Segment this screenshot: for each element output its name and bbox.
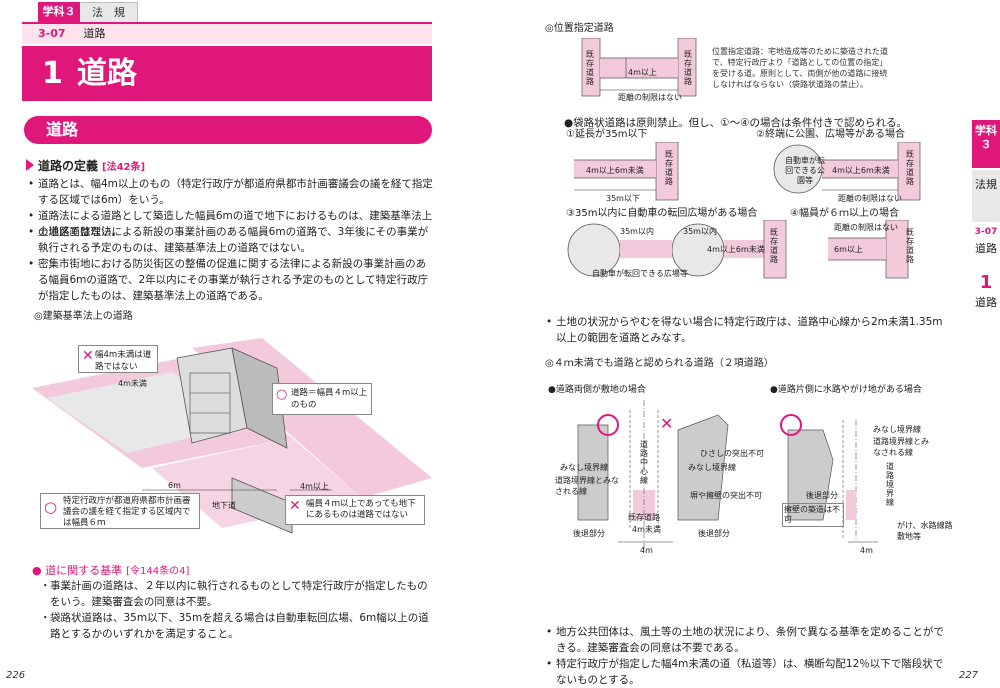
label-boundary: みなし境界線 xyxy=(688,463,736,472)
sub2-heading: ◎４ｍ未満でも道路と認められる道路（２項道路） xyxy=(545,358,774,369)
side-code: 3-07 xyxy=(974,227,998,237)
label-existing: 既存道路 xyxy=(628,513,660,522)
label-exist: 既存道路 xyxy=(906,150,914,186)
callout-under4: ✕幅4m未満は道路ではない xyxy=(78,345,158,373)
page-title: 1 道路 xyxy=(22,46,432,101)
list-item: •密集市街地における防災街区の整備の促進に関する法律による新設の事業計画のある幅… xyxy=(28,258,429,302)
title-num: 1 xyxy=(42,56,63,91)
label-4m6m: 4m以上6m未満 xyxy=(586,166,644,175)
side-name: 道路 xyxy=(975,242,997,255)
label-eave: ひさしの突出不可 xyxy=(700,449,764,458)
label-cliff: がけ、水路線路敷地等 xyxy=(897,521,953,541)
position-road-title: ◎位置指定道路 xyxy=(545,23,614,34)
label-4m-over: 4m以上 xyxy=(300,482,329,491)
callout-road-4m: ○道路＝幅員４m以上のもの xyxy=(272,383,372,415)
label-retaining: 擁壁の築造は不可 xyxy=(782,503,844,527)
label-under4: 4m未満 xyxy=(632,525,661,534)
circle-icon: ○ xyxy=(276,387,288,402)
cross-icon: ✕ xyxy=(660,414,674,433)
diagram-caption: ◎建築基準法上の道路 xyxy=(34,311,133,322)
definition-heading: 道路の定義[法42条] xyxy=(26,157,145,175)
divider xyxy=(22,22,432,24)
section-banner: 道路 xyxy=(24,116,432,144)
side-num: 1 xyxy=(979,272,993,293)
label-boundary2: 道路境界線とみなされる線 xyxy=(873,437,929,457)
label-35m-in: 35m以内 xyxy=(683,227,717,236)
triangle-icon xyxy=(26,159,34,171)
label-6m-over: 6m以上 xyxy=(834,245,863,254)
label-4m: 4m xyxy=(860,546,873,555)
label-setback: 後退部分 xyxy=(698,529,730,538)
label-setback: 後退部分 xyxy=(806,491,838,500)
list-item: •道路とは、幅4m以上のもの（特定行政庁が都道府県都市計画審議会の議を経て指定す… xyxy=(28,178,433,206)
position-road-desc: 位置指定道路：宅地造成等のために築造された道で、特定行政庁より「道路としての位置… xyxy=(712,47,888,89)
label-4m: 4m xyxy=(640,546,653,555)
cross-icon: ✕ xyxy=(289,498,301,514)
side-tab-law: 法規 xyxy=(972,170,1000,222)
list-item: •土地区画整理法による新設の事業計画のある幅員6mの道路で、3年後にその事業が執… xyxy=(28,226,429,254)
side-tab-subject: 学科３ xyxy=(972,120,1000,168)
label-exist: 既存道路 xyxy=(665,150,673,186)
label-4m-under: 4m未満 xyxy=(118,379,147,388)
label-park: 自動車が転回できる公園等 xyxy=(785,156,825,185)
label-roadboundary: 道路境界線 xyxy=(886,462,894,507)
road-diagram xyxy=(32,338,432,534)
list-item: •特定行政庁が指定した幅4m未満の道（私道等）は、横断勾配12％以下で階段状でな… xyxy=(546,658,944,686)
label-exist: 既存道路 xyxy=(684,50,692,86)
both-sides-heading: ●道路両側が敷地の場合 xyxy=(548,385,646,395)
label-turn: 自動車が転回できる広場等 xyxy=(592,269,688,278)
label-dist: 距離の制限はない xyxy=(834,223,898,232)
one-side-heading: ●道路片側に水路やがけ地がある場合 xyxy=(770,385,922,395)
list-item: •地方公共団体は、風土等の土地の状況により、条例で異なる基準を定めることができる… xyxy=(546,626,944,654)
section-name: 道路 xyxy=(83,27,106,40)
list-item: ・事業計画の道路は、２年以内に執行されるものとして特定行政庁が指定したものをいう… xyxy=(40,580,428,608)
label-exist: 既存道路 xyxy=(586,50,594,86)
section-header: 3-07 道路 xyxy=(22,24,432,44)
label-boundary2: 道路境界線とみなされる線 xyxy=(555,476,619,496)
list-item: ・袋路状道路は、35m以下、35mを超える場合は自動車転回広場、6m幅以上の道路… xyxy=(40,612,429,640)
label-35m-in: 35m以内 xyxy=(620,227,654,236)
label-wall: 塀や擁壁の突出不可 xyxy=(690,491,762,500)
page-number-right: 227 xyxy=(958,670,978,681)
page-number-left: 226 xyxy=(6,670,26,681)
cross-icon: ✕ xyxy=(82,348,94,364)
label-exist: 既存道路 xyxy=(770,228,778,264)
title-text: 道路 xyxy=(76,56,137,91)
list-item: •道路法による道路として築造した幅員6mの道で地下におけるものは、建築基準法上の… xyxy=(28,210,433,238)
cul-de-sac-heading: ●袋路状道路は原則禁止。但し、①〜④の場合は条件付きで認められる。 xyxy=(564,117,907,129)
circle-icon: ○ xyxy=(44,498,58,516)
side-topic: 道路 xyxy=(975,296,997,309)
label-setback: 後退部分 xyxy=(573,529,605,538)
tab-law: 法 規 xyxy=(80,2,138,22)
position-road-diagram xyxy=(581,38,697,97)
case-12-diagram xyxy=(574,142,921,201)
label-underground: 地下道 xyxy=(212,501,236,510)
case-1: ①延長が35m以下 xyxy=(566,129,648,140)
label-35m: 35m以下 xyxy=(606,194,640,203)
label-4m: 4m以上 xyxy=(628,68,657,77)
label-4m6m: 4m以上6m未満 xyxy=(832,166,890,175)
callout-underground: ✕幅員４ｍ以上であっても地下にあるものは道路ではない xyxy=(285,495,425,525)
case-3: ③35m以内に自動車の転回広場がある場合 xyxy=(566,208,758,219)
case-2: ②終端に公園、広場等がある場合 xyxy=(756,129,905,140)
label-6m: 6m xyxy=(168,481,181,490)
callout-designated: ○特定行政庁が都道府県都市計画審議会の議を経て指定する区域内では幅員６ｍ xyxy=(40,493,200,529)
label-center: 道路中心線 xyxy=(640,440,648,485)
label-dist: 距離の制限はない xyxy=(618,93,682,102)
standards-heading: ● 道に関する基準[令144条の4] xyxy=(32,564,190,577)
label-exist: 既存道路 xyxy=(906,228,914,264)
setback-diagram xyxy=(577,400,878,550)
label-dist: 距離の制限はない xyxy=(838,194,902,203)
case-34-diagram xyxy=(567,220,909,279)
section-code: 3-07 xyxy=(38,27,66,40)
tab-subject: 学科３ xyxy=(38,2,80,22)
list-item: •土地の状況からやむを得ない場合に特定行政庁は、道路中心線から2m未満1.35m… xyxy=(546,316,943,344)
case-4: ④幅員が６ｍ以上の場合 xyxy=(790,208,899,219)
label-boundary: みなし境界線 xyxy=(873,425,921,434)
label-boundary: みなし境界線 xyxy=(560,463,608,472)
label-4m6m: 4m以上6m未満 xyxy=(707,245,765,254)
